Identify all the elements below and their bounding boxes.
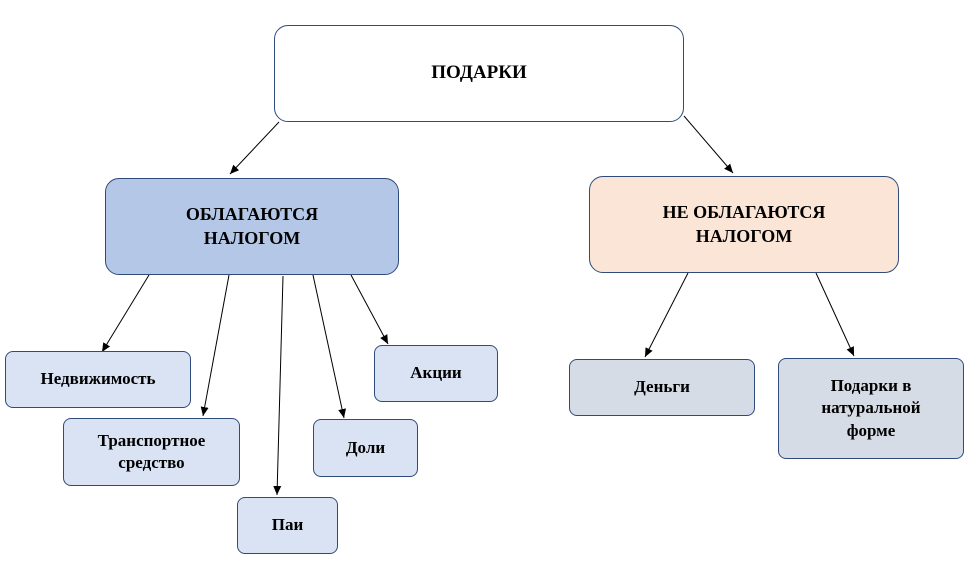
edge-untaxed-to-in-kind (815, 272, 855, 357)
leaf-node-vehicle: Транспортное средство (63, 418, 240, 486)
edge-root-to-taxed (229, 121, 280, 175)
category-node-untaxed: НЕ ОБЛАГАЮТСЯ НАЛОГОМ (589, 176, 899, 273)
leaf-node-shares-stakes: Доли (313, 419, 418, 477)
leaf-node-real-estate: Недвижимость (5, 351, 191, 408)
leaf-node-money: Деньги (569, 359, 755, 416)
edge-taxed-to-units (273, 275, 284, 496)
category-node-taxed: ОБЛАГАЮТСЯ НАЛОГОМ (105, 178, 399, 275)
edge-taxed-to-stocks (350, 274, 389, 345)
edge-taxed-to-vehicle (200, 274, 230, 417)
edge-taxed-to-shares (312, 274, 347, 419)
root-node-gifts: ПОДАРКИ (274, 25, 684, 122)
leaf-node-gifts-in-kind: Подарки в натуральной форме (778, 358, 964, 459)
leaf-node-units: Паи (237, 497, 338, 554)
leaf-node-stocks: Акции (374, 345, 498, 402)
edge-taxed-to-real-estate (101, 274, 150, 353)
edge-untaxed-to-money (644, 272, 689, 358)
edge-root-to-untaxed (683, 115, 734, 174)
